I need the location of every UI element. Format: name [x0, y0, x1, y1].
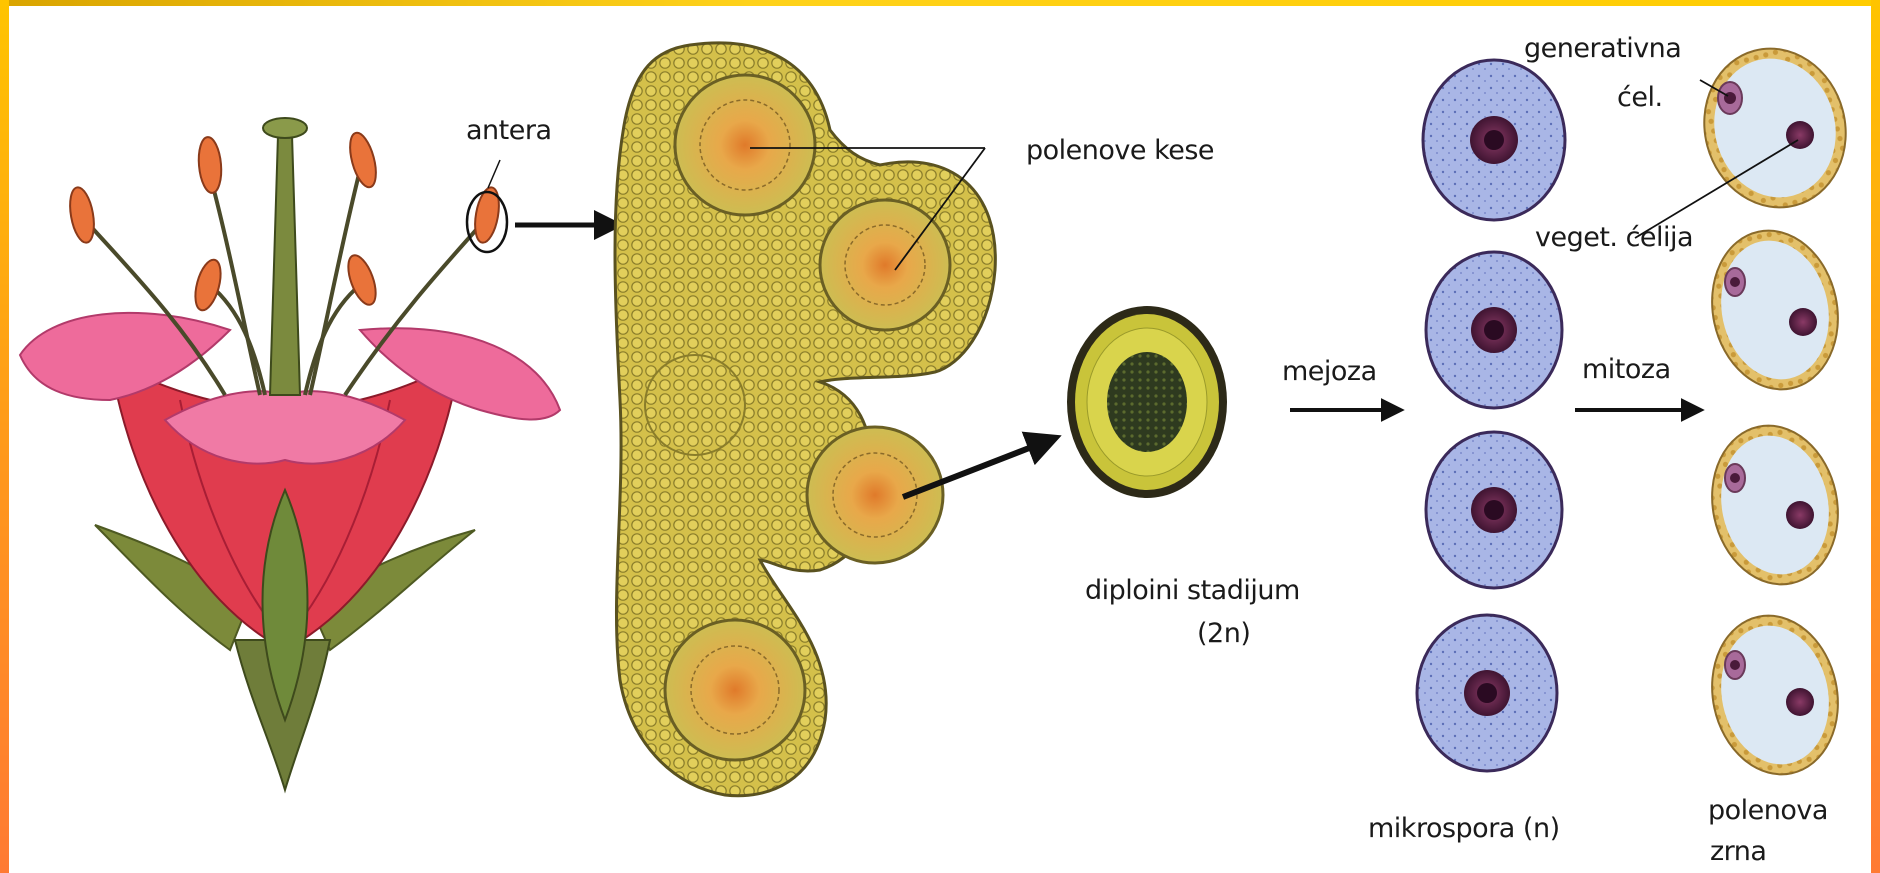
flower-pistil	[270, 135, 300, 395]
label-mikrospora: mikrospora (n)	[1368, 813, 1560, 845]
antera-leader	[488, 160, 500, 188]
pollen-grain	[1698, 219, 1853, 401]
label-zrna: zrna	[1710, 836, 1766, 868]
microspore	[1426, 432, 1562, 588]
pollen-grain	[1698, 414, 1853, 596]
pollen-grain	[1698, 604, 1853, 786]
pollen-sac	[675, 75, 815, 215]
label-cel: ćel.	[1617, 82, 1663, 114]
diploid-cell	[1067, 306, 1227, 498]
label-diploini-2n: (2n)	[1197, 618, 1250, 650]
microspores	[1417, 60, 1565, 771]
diploid-nucleus	[1107, 352, 1187, 452]
microspore	[1417, 615, 1557, 771]
label-polenova: polenova	[1708, 795, 1828, 827]
label-veget-celija: veget. ćelija	[1535, 222, 1693, 254]
microspore	[1423, 60, 1565, 220]
pollen-sac	[665, 620, 805, 760]
label-antera: antera	[466, 115, 552, 147]
pollen-sac	[807, 427, 943, 563]
lily-flower	[20, 118, 560, 790]
label-polenove-kese: polenove kese	[1026, 135, 1214, 167]
label-mejoza: mejoza	[1282, 356, 1377, 388]
pollen-sac	[820, 200, 950, 330]
label-diploini-stadijum: diploini stadijum	[1085, 575, 1300, 607]
label-mitoza: mitoza	[1582, 354, 1671, 386]
flower-stigma	[263, 118, 307, 138]
pollen-grain	[1687, 33, 1864, 224]
label-generativna: generativna	[1524, 33, 1681, 65]
microspore	[1426, 252, 1562, 408]
anther-cross-section	[615, 43, 995, 796]
